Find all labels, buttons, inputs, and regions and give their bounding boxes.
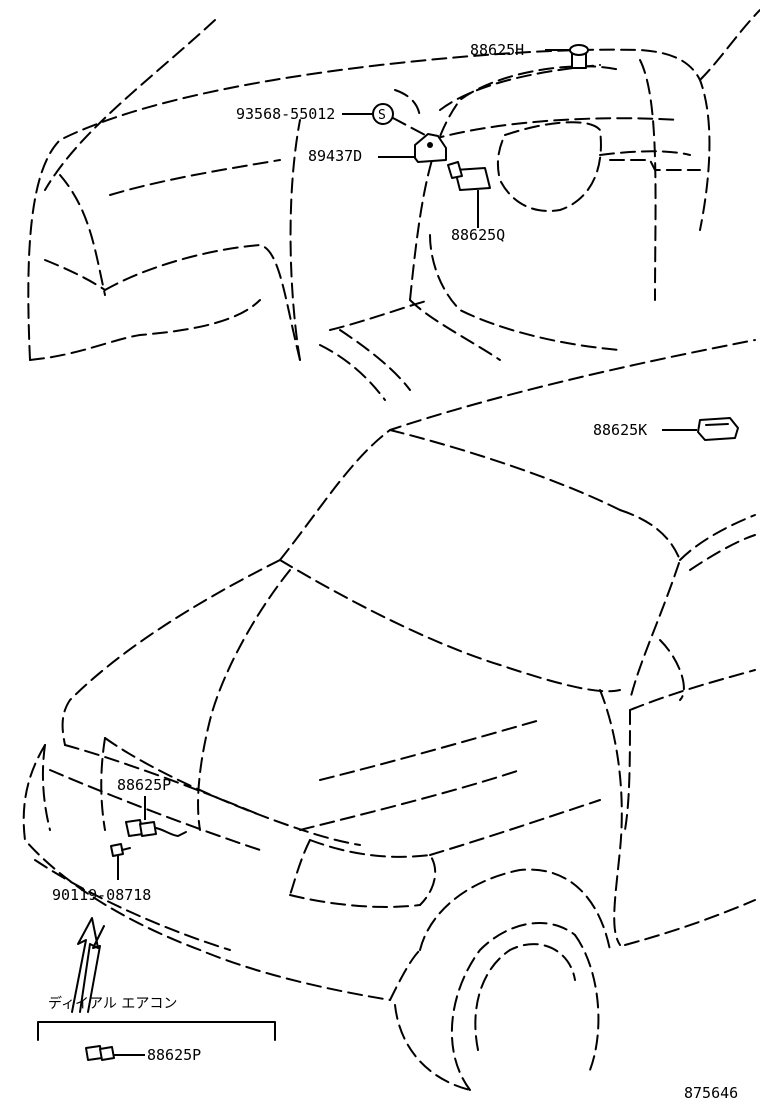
label-88625p-alt: 88625P bbox=[147, 1046, 201, 1064]
label-88625h: 88625H bbox=[470, 41, 524, 59]
part-88625p-icon bbox=[125, 796, 187, 837]
vehicle-outline bbox=[22, 339, 756, 1091]
part-88625h-icon bbox=[545, 44, 589, 69]
illustration-number: 875646 bbox=[684, 1084, 738, 1102]
label-90119-08718: 90119-08718 bbox=[52, 886, 151, 904]
leader-screw-dashed bbox=[392, 117, 426, 136]
part-89437d-icon bbox=[414, 133, 447, 163]
part-88625p-alt-icon bbox=[85, 1045, 145, 1061]
note-bracket bbox=[37, 1021, 276, 1041]
label-88625k: 88625K bbox=[593, 421, 647, 439]
interior-outline bbox=[27, 9, 760, 401]
screw-symbol-icon bbox=[372, 103, 394, 125]
label-93568-55012: 93568-55012 bbox=[236, 105, 335, 123]
part-88625q-icon bbox=[447, 161, 491, 228]
label-88625p: 88625P bbox=[117, 776, 171, 794]
label-88625q: 88625Q bbox=[451, 226, 505, 244]
part-90119-08718-icon bbox=[110, 843, 131, 880]
part-88625k-icon bbox=[662, 417, 739, 441]
arrow-up-icon bbox=[71, 917, 105, 1013]
dual-ac-note: ディイアル エアコン bbox=[48, 995, 177, 1012]
label-89437d: 89437D bbox=[308, 147, 362, 165]
screw-symbol-label: S bbox=[378, 108, 386, 123]
